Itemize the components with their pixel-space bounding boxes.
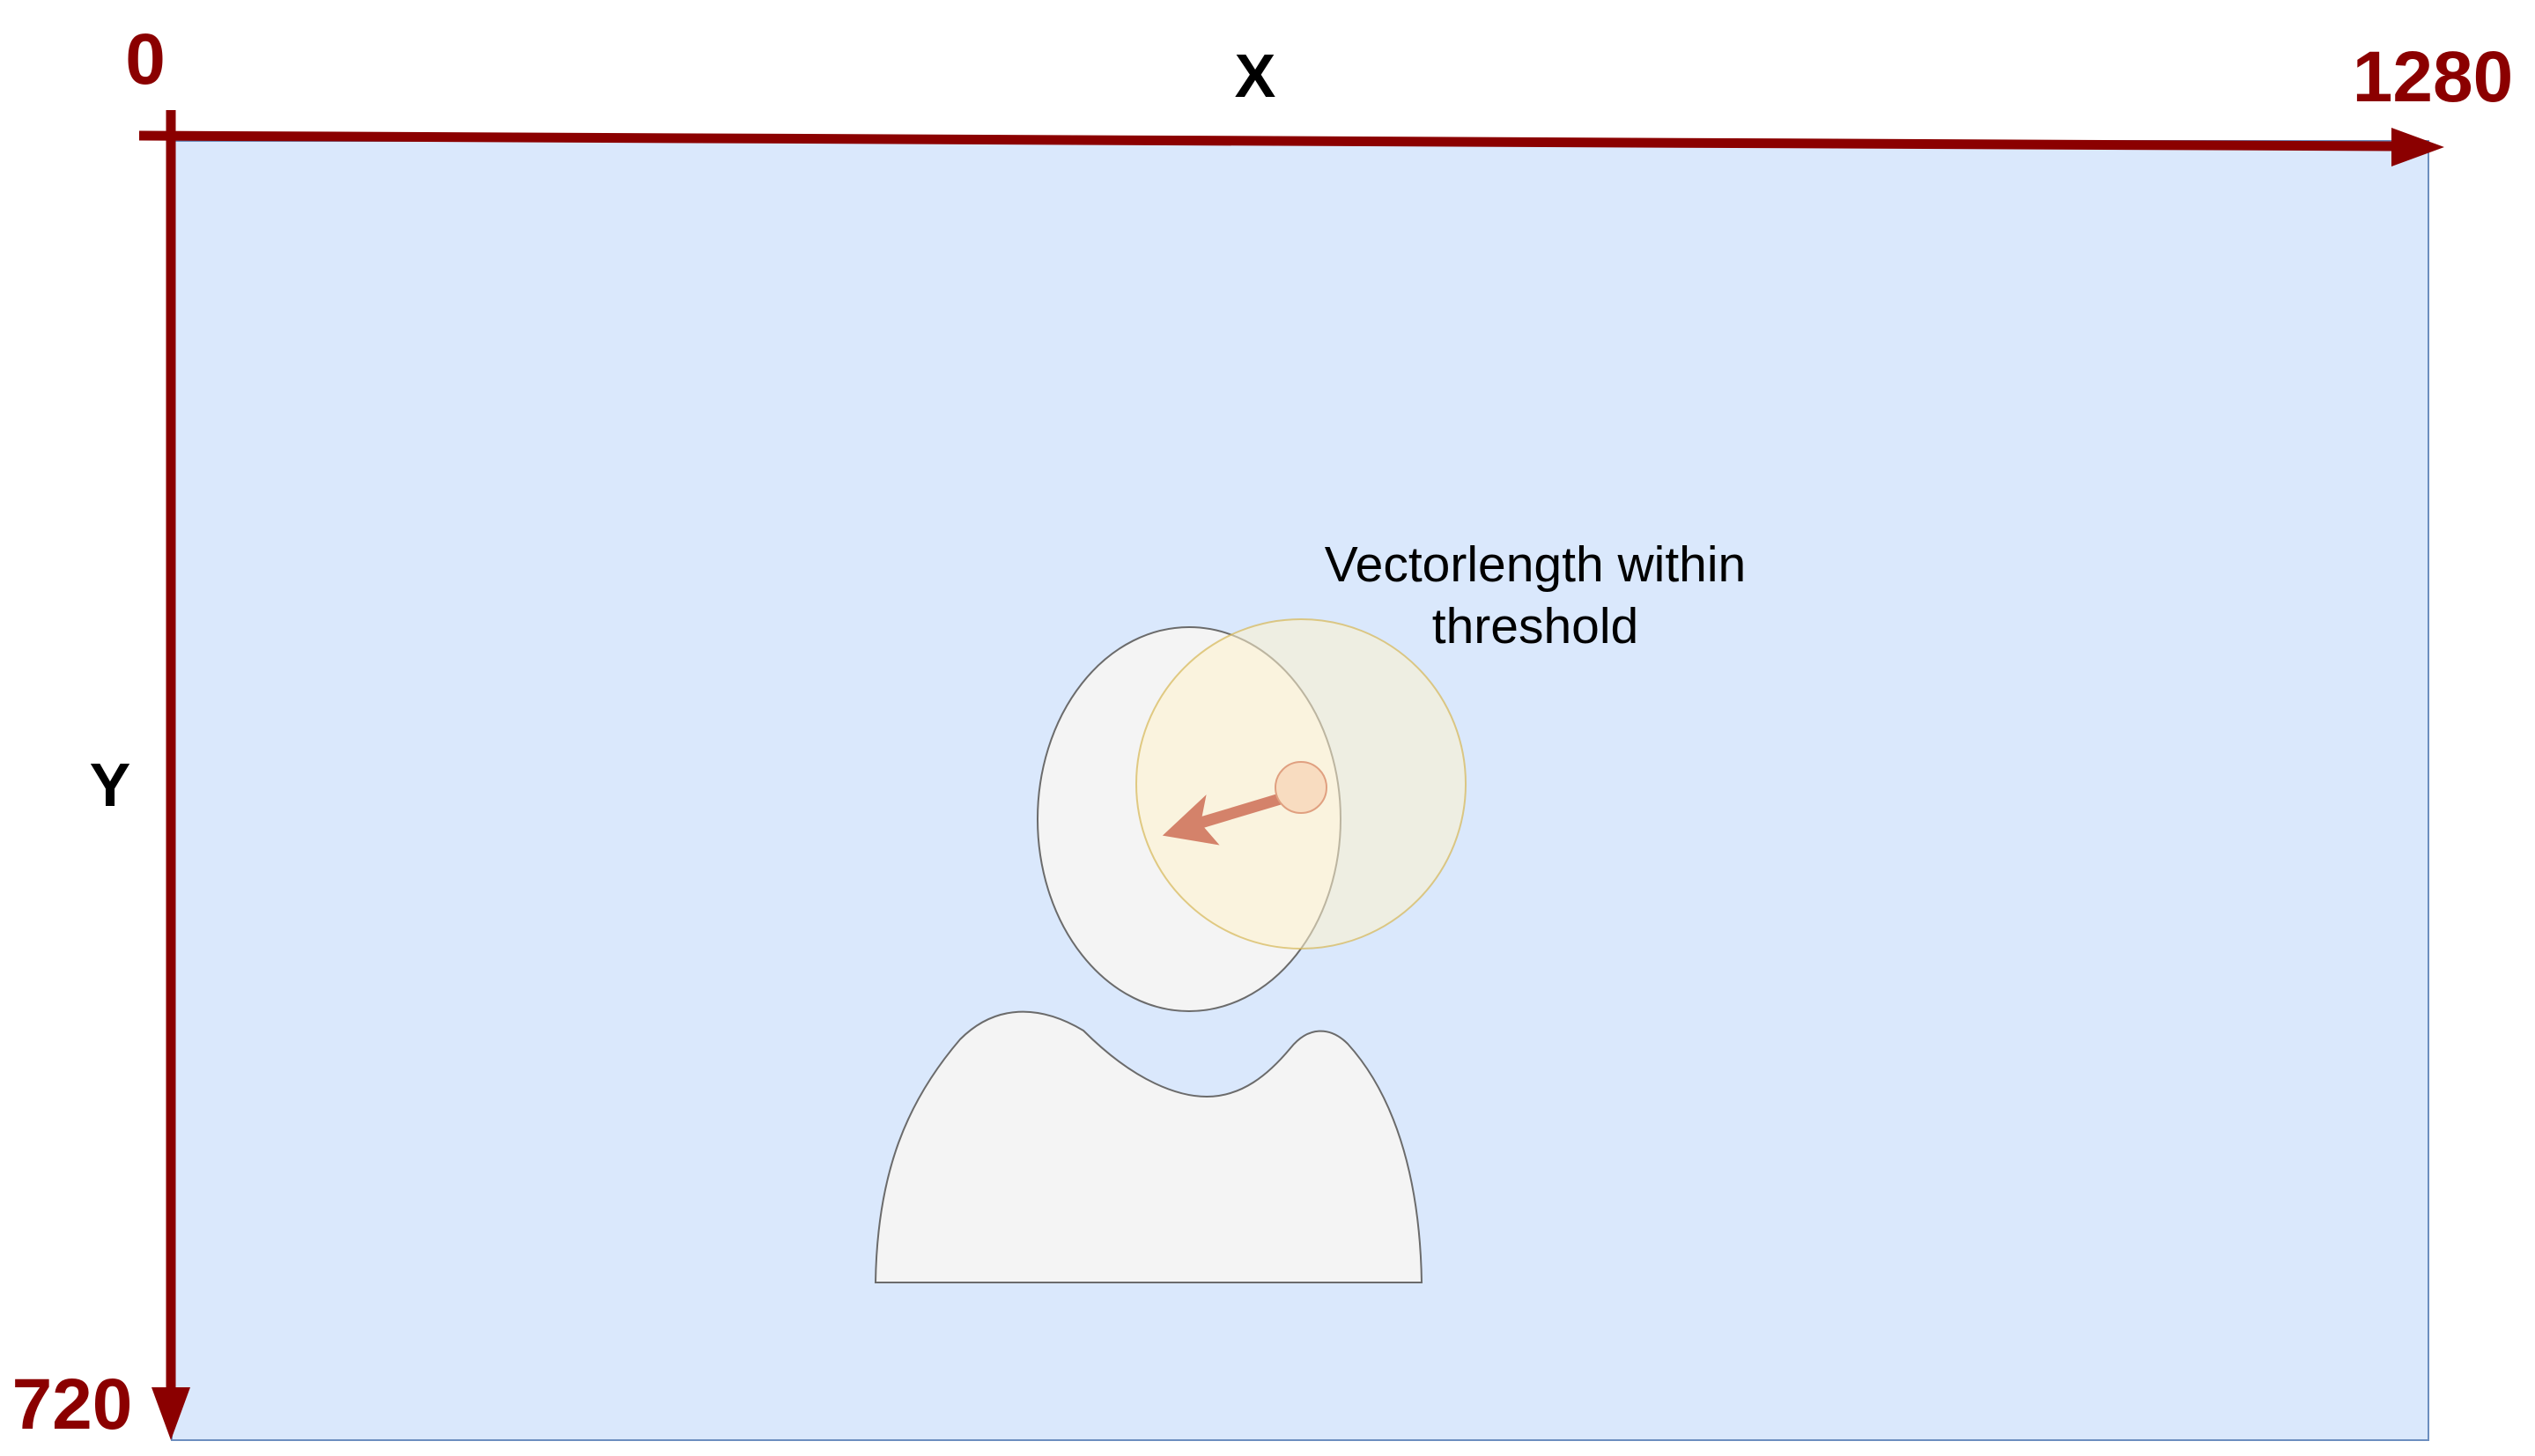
- y-axis-label: Y: [90, 750, 131, 819]
- annotation-line-1: Vectorlength within: [1325, 536, 1746, 593]
- y-max-label: 720: [12, 1364, 133, 1445]
- annotation-line-2: threshold: [1432, 598, 1639, 654]
- movement-vector-arrow-icon: [1162, 791, 1292, 846]
- y-axis: [152, 110, 190, 1440]
- x-axis-label: X: [1235, 41, 1276, 110]
- x-axis: [138, 128, 2444, 166]
- center-point: [1275, 761, 1327, 814]
- x-max-label: 1280: [2353, 37, 2513, 117]
- person-body-icon: [874, 1010, 1423, 1283]
- origin-label: 0: [125, 19, 166, 100]
